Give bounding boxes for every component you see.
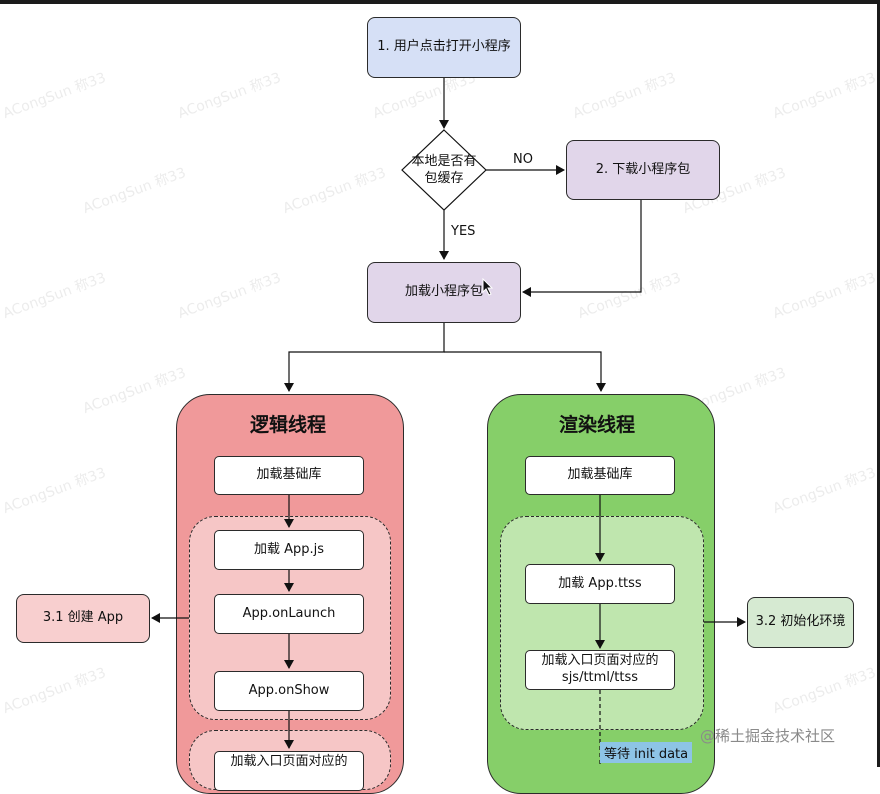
- render-thread-title: 渲染线程: [559, 414, 636, 436]
- logic-load-base-lib: 加载基础库: [214, 456, 364, 495]
- render-entry-line1: 加载入口页面对应的: [541, 653, 659, 669]
- init-environment: 3.2 初始化环境: [747, 597, 854, 648]
- logic-thread-title: 逻辑线程: [250, 414, 327, 436]
- logic-app-on-show: App.onShow: [214, 671, 364, 711]
- no-branch-label: NO: [513, 152, 533, 167]
- cache-decision-line2: 包缓存: [424, 170, 464, 186]
- flow-connectors: [151, 78, 746, 767]
- cache-decision: 本地是否有 包缓存: [404, 154, 484, 188]
- render-group: [500, 516, 704, 730]
- render-load-base-lib: 加载基础库: [525, 456, 675, 495]
- yes-branch-label: YES: [451, 224, 476, 239]
- render-entry-line2: sjs/ttml/ttss: [561, 670, 639, 685]
- start-open-miniprogram: 1. 用户点击打开小程序: [367, 17, 521, 78]
- download-package: 2. 下载小程序包: [566, 140, 720, 200]
- wait-init-data-badge: 等待 init data: [600, 742, 693, 763]
- window-frame-top: [0, 0, 880, 4]
- logic-app-on-launch: App.onLaunch: [214, 594, 364, 634]
- logic-load-app-js: 加载 App.js: [214, 530, 364, 570]
- mouse-cursor-icon: [482, 278, 494, 296]
- window-frame-right: [877, 0, 880, 767]
- render-load-app-ttss: 加载 App.ttss: [525, 564, 675, 604]
- logic-load-entry-page: 加载入口页面对应的: [214, 751, 364, 791]
- create-app: 3.1 创建 App: [16, 594, 150, 643]
- cache-decision-line1: 本地是否有: [411, 154, 477, 169]
- juejin-footer-watermark: @稀土掘金技术社区: [700, 727, 836, 745]
- load-package: 加载小程序包: [367, 262, 521, 323]
- render-load-entry-page: 加载入口页面对应的 sjs/ttml/ttss: [525, 650, 675, 690]
